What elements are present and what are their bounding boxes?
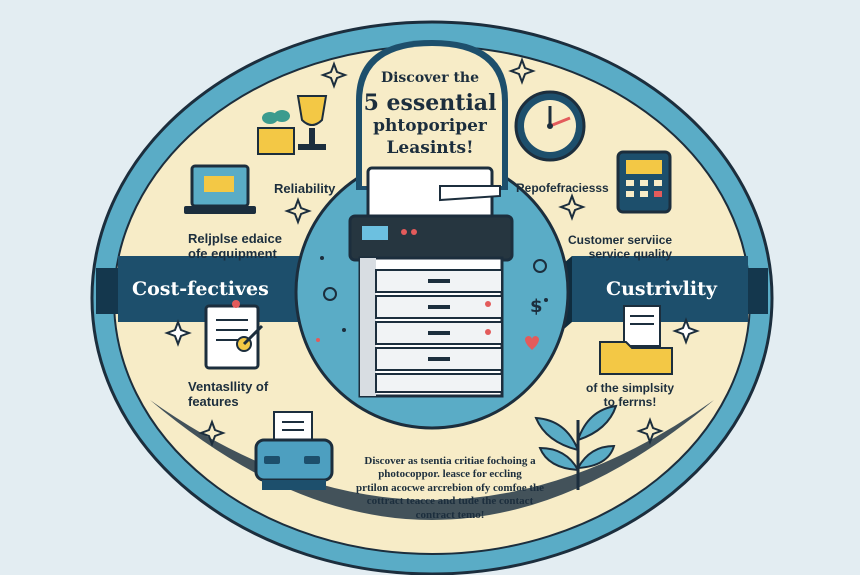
- title-line-1: Discover the: [380, 70, 480, 86]
- laptop-icon: [184, 164, 256, 214]
- label-repofe: Repofefraciesss: [516, 181, 609, 195]
- dollar-icon: $: [530, 296, 543, 317]
- label-customer-service: Customer serviice service quality: [568, 233, 673, 261]
- title-banner-inner: [362, 46, 502, 186]
- ribbon-label-left: Cost-fectives: [132, 278, 269, 300]
- label-simplicity: of the simplsity to ferrns!: [586, 381, 675, 409]
- printer-icon: [254, 411, 334, 490]
- calculator-icon: [616, 150, 672, 214]
- ribbon-label-right: Custrivlity: [606, 278, 717, 300]
- description-text: Discover as tsentia critiae fochoing a p…: [355, 455, 545, 521]
- gear-icon: [323, 259, 547, 301]
- title-line-4: Leasints!: [386, 138, 474, 158]
- trophy-icon: [257, 95, 328, 155]
- label-versatility: Ventasllity of features: [188, 379, 269, 409]
- sparkle-icon: [164, 57, 700, 447]
- plant-icon: [534, 404, 618, 490]
- clock-icon: [514, 90, 586, 162]
- label-reliable-equipment: Reljplse edaice ofe equipment: [188, 231, 282, 261]
- file-folder-icon: [599, 305, 673, 375]
- title-line-2: 5 essential: [363, 90, 497, 116]
- clipboard-icon: [204, 300, 264, 370]
- photocopier-icon: [348, 166, 514, 398]
- title-line-3: phtoporiper: [373, 116, 487, 136]
- heart-icon: [525, 336, 539, 350]
- label-reliability: Reliability: [274, 181, 336, 196]
